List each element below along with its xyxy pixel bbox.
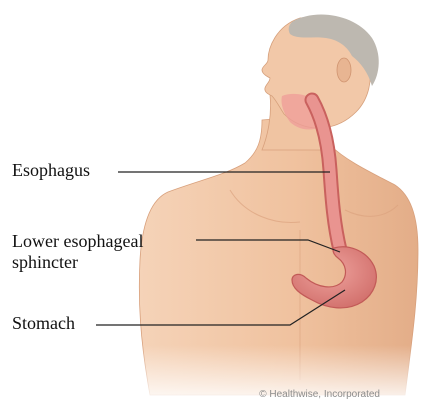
copyright-credit: © Healthwise, Incorporated — [259, 389, 380, 400]
label-esophagus: Esophagus — [12, 160, 90, 181]
label-les-line1: Lower esophageal — [12, 231, 143, 252]
label-stomach: Stomach — [12, 313, 75, 334]
label-les-line2: sphincter — [12, 252, 143, 273]
label-lower-esophageal-sphincter: Lower esophageal sphincter — [12, 231, 143, 273]
ear — [337, 58, 351, 82]
